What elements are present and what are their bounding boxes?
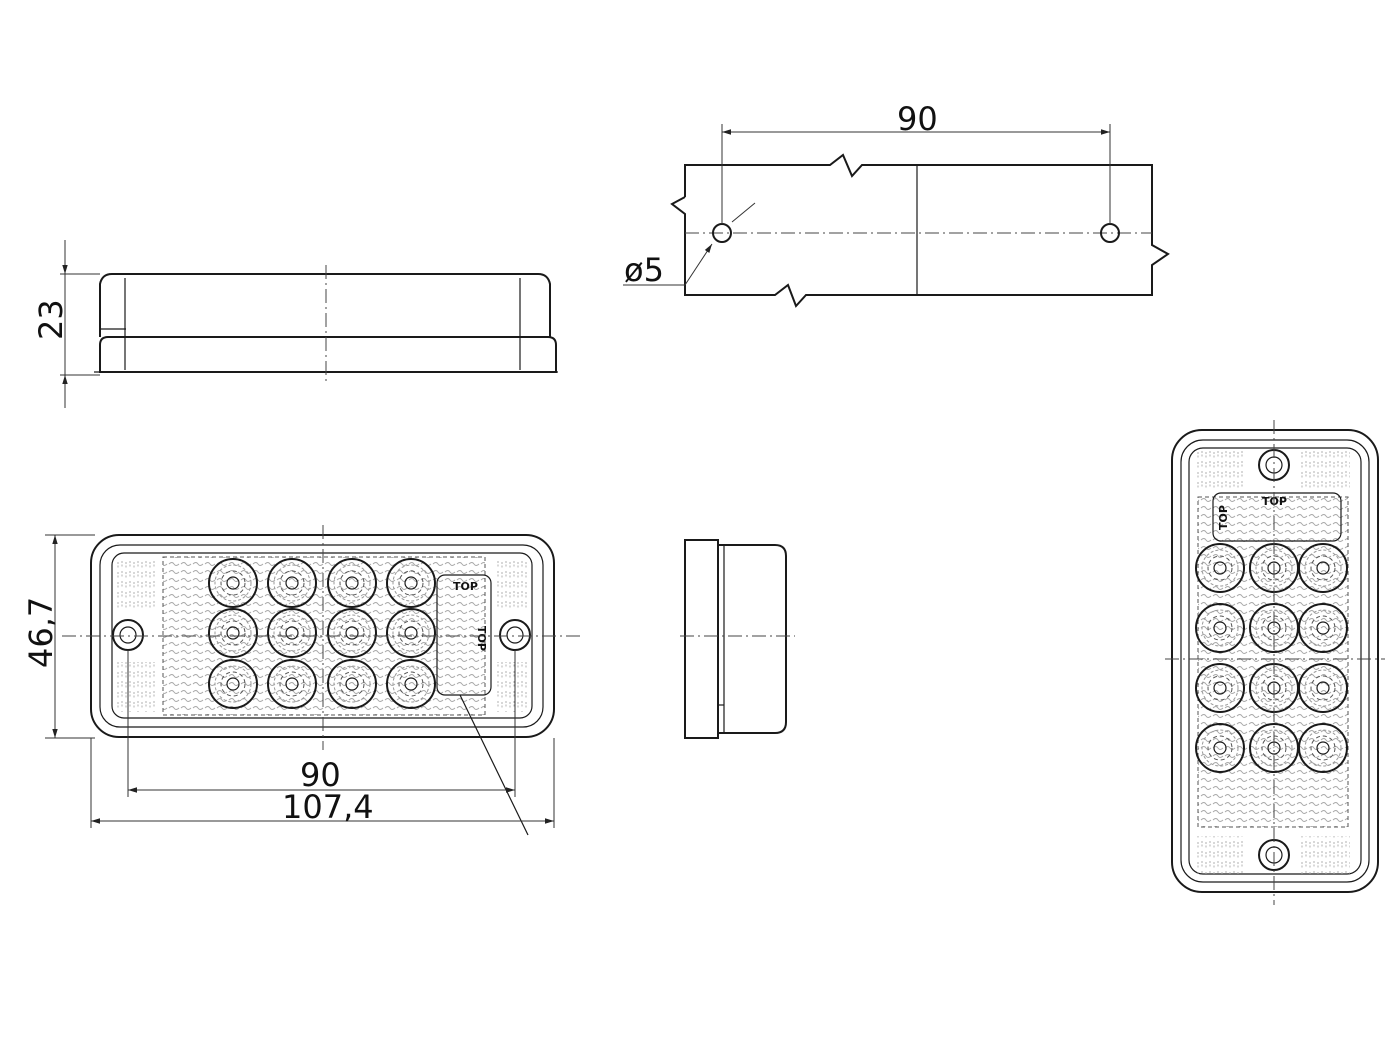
led-lens [208,608,258,658]
top-label-front-rotated: TOP [475,626,488,651]
led-lens [1195,663,1245,713]
led-lens [327,558,377,608]
front-view: TOP TOP 46,7 90 107,4 [22,525,580,836]
led-lens [208,659,258,709]
dim-width: 46,7 [22,597,60,668]
led-lens [1195,723,1245,773]
top-marking-front [436,574,492,696]
side-view: 23 [32,240,558,408]
front-mount-right [499,619,531,651]
led-lens [386,608,436,658]
front-mount-left [112,619,144,651]
led-grid-front [208,558,436,709]
led-lens [267,608,317,658]
vertical-view: TOP TOP [1165,420,1385,905]
led-lens [267,659,317,709]
led-lens [327,659,377,709]
dim-hole-spacing-top: 90 [897,100,938,138]
led-lens [1298,603,1348,653]
end-view [680,539,795,739]
led-lens [1298,663,1348,713]
led-lens [1298,543,1348,593]
led-grid-vertical [1195,543,1348,773]
led-lens [267,558,317,608]
dim-length: 107,4 [282,788,374,826]
led-lens [1298,723,1348,773]
dim-hole-diameter: ø5 [624,251,664,289]
top-label-front: TOP [453,580,478,593]
led-lens [208,558,258,608]
led-lens [1195,603,1245,653]
top-marking-vertical [1212,492,1342,542]
led-lens [386,659,436,709]
dim-hole-spacing-front: 90 [300,756,341,794]
led-lens [386,558,436,608]
top-label-vertical-rotated: TOP [1217,505,1230,530]
dim-height: 23 [32,299,70,340]
mounting-view: 90 ø5 [623,100,1170,308]
led-lens [1195,543,1245,593]
led-lens [327,608,377,658]
